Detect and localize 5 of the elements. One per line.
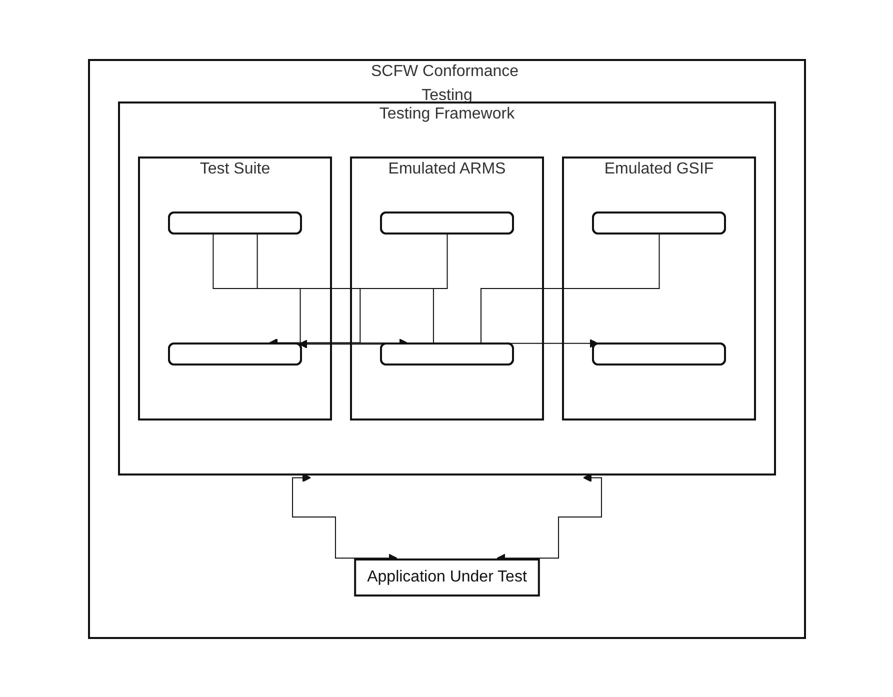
- cluster: Emulated GSIF: [562, 156, 756, 420]
- arrow: [298, 233, 660, 348]
- node-box: Application Under Test: [354, 558, 540, 596]
- cluster: Test Suite: [138, 156, 332, 420]
- cluster: Emulated ARMS: [350, 156, 544, 420]
